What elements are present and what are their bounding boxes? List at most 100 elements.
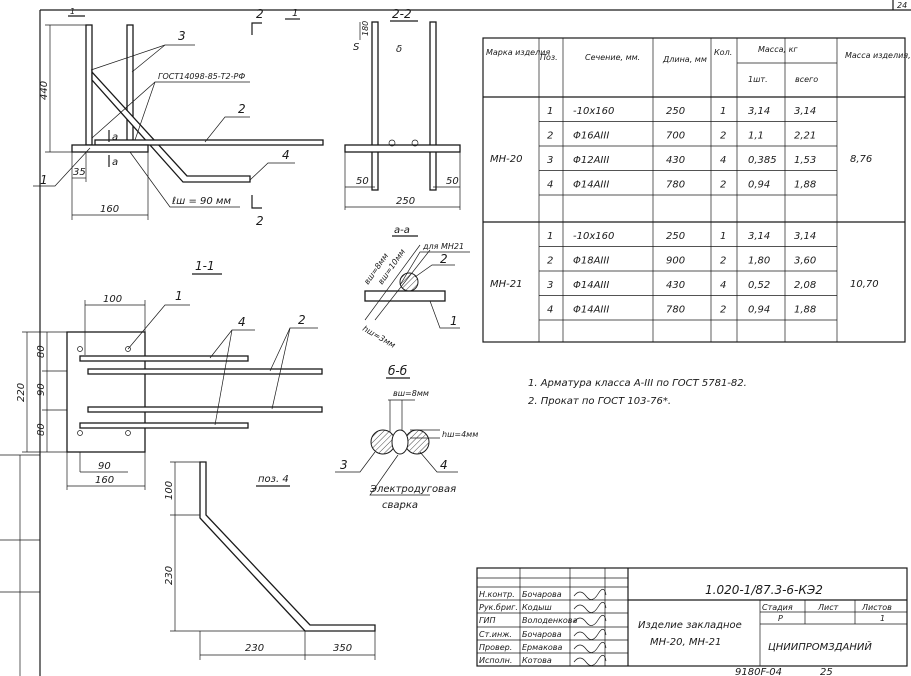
cell-pos: 3 <box>547 280 553 291</box>
pos4-dim-230-h: 230 <box>245 643 264 654</box>
cell-pos: 4 <box>547 180 553 191</box>
sheet-label: Лист <box>817 603 839 612</box>
stage-value: Р <box>778 614 783 623</box>
label-pos1: 1 <box>40 173 48 187</box>
signature-role: Рук.бриг. <box>479 603 518 612</box>
cut-a-top: а <box>112 132 118 143</box>
cell-pos: 2 <box>547 131 553 142</box>
dim-total: 250 <box>396 196 415 207</box>
cell-section: Φ12АIII <box>573 155 609 166</box>
signature-role: ГИП <box>479 616 495 625</box>
elevation-view: 440 160 35 1 3 ГОСТ14098-85-Т2-РФ 2 4 ℓш… <box>33 7 324 228</box>
header-length: Длина, мм <box>662 55 707 64</box>
weld-w-bb: вш=8мм <box>393 389 429 398</box>
pos4-detail-view: поз. 4 100 230 230 350 <box>164 461 376 660</box>
section-1-1-pos4: 4 <box>238 315 246 329</box>
dim-80-bottom: 80 <box>36 423 47 436</box>
header-qty: Кол. <box>714 48 732 57</box>
cell-mass-total: 1,88 <box>794 180 816 191</box>
cell-qty: 1 <box>720 106 726 117</box>
weld-type-2: сварка <box>382 500 418 511</box>
section-b-b-pos4: 4 <box>440 458 448 472</box>
cell-mass-total: 3,14 <box>794 231 816 242</box>
signature-name: Бочарова <box>522 590 562 599</box>
cell-pos: 3 <box>547 155 553 166</box>
cell-mass-one: 3,14 <box>748 231 770 242</box>
item-name-1: Изделие закладное <box>638 620 742 631</box>
cell-qty: 4 <box>720 155 726 166</box>
dim-right: 50 <box>446 176 459 187</box>
cell-length: 900 <box>666 256 685 267</box>
title-block: 1.020-1/87.3-6-КЭ2 Изделие закладное МН-… <box>476 567 908 667</box>
cell-mass-one: 3,14 <box>748 106 770 117</box>
cell-mass-one: 0,385 <box>748 155 777 166</box>
table-border <box>482 37 906 343</box>
cell-mass-one: 0,94 <box>748 180 770 191</box>
weld-h: hш=3мм <box>361 324 397 350</box>
cell-section: Φ14АIII <box>573 280 609 291</box>
cell-mass-one: 1,1 <box>748 131 764 142</box>
cell-qty: 2 <box>720 305 726 316</box>
cell-qty: 2 <box>720 180 726 191</box>
cell-pos: 2 <box>547 256 553 267</box>
header-mark: Марка изделия <box>486 48 550 57</box>
sheets-label: Листов <box>861 603 892 612</box>
cell-mass-one: 0,52 <box>748 280 770 291</box>
cell-pos: 1 <box>547 106 553 117</box>
section-mark-2-bottom: 2 <box>256 214 264 228</box>
header-item-mass: Масса изделия, кг <box>845 51 911 60</box>
stage-label: Стадия <box>762 603 793 612</box>
group-mark: МН-21 <box>490 279 522 290</box>
cell-qty: 1 <box>720 231 726 242</box>
pos4-dim-100: 100 <box>164 481 175 500</box>
dim-100: 100 <box>103 294 122 305</box>
dim-90: 90 <box>36 383 47 396</box>
bottom-number: 25 <box>820 667 833 676</box>
section-b-b-title: б-б <box>388 364 408 378</box>
dim-80-top: 80 <box>36 345 47 358</box>
signature-mark <box>573 614 607 626</box>
signature-name: Котова <box>522 656 552 665</box>
cell-mass-one: 1,80 <box>748 256 770 267</box>
pos4-dim-230-v: 230 <box>164 566 175 585</box>
signature-name: Кодыш <box>522 603 552 612</box>
dim-left: 50 <box>356 176 369 187</box>
label-delta: δ <box>396 44 402 55</box>
cell-qty: 4 <box>720 280 726 291</box>
for-mn21: для МН21 <box>422 242 464 251</box>
signature-role: Н.контр. <box>479 590 515 599</box>
cell-pos: 1 <box>547 231 553 242</box>
dim-height: 440 <box>39 81 50 100</box>
cell-section: Φ14АIII <box>573 305 609 316</box>
cell-mass-total: 3,60 <box>794 256 816 267</box>
cell-mass-total: 2,08 <box>794 280 816 291</box>
group-item-mass: 10,70 <box>850 279 879 290</box>
cell-length: 430 <box>666 155 685 166</box>
section-a-a-view: а-а вш=8мм вш=10мм для МН21 2 1 hш=3мм <box>361 225 470 350</box>
weld-h-bb: hш=4мм <box>442 430 478 439</box>
notes: 1. Арматура класса А-III по ГОСТ 5781-82… <box>528 378 747 407</box>
section-b-b-pos3: 3 <box>340 458 348 472</box>
cell-mass-one: 0,94 <box>748 305 770 316</box>
header-section: Сечение, мм. <box>585 53 640 62</box>
cell-length: 250 <box>666 231 685 242</box>
signature-mark <box>573 601 607 613</box>
cell-mass-total: 1,88 <box>794 305 816 316</box>
header-mass: Масса, кг <box>758 45 798 54</box>
gost-label: ГОСТ14098-85-Т2-РФ <box>158 72 245 81</box>
cell-length: 250 <box>666 106 685 117</box>
signature-role: Провер. <box>479 643 512 652</box>
cell-length: 780 <box>666 305 685 316</box>
organization: ЦНИИПРОМЗДАНИЙ <box>768 640 872 653</box>
cut-a-bottom: а <box>112 157 118 168</box>
section-mark-1: 1 <box>292 8 298 19</box>
section-1-1-pos1: 1 <box>175 289 183 303</box>
cell-length: 780 <box>666 180 685 191</box>
section-2-2-view: 2-2 180 S δ 50 50 250 <box>344 7 461 210</box>
label-s: S <box>353 42 360 53</box>
signature-mark <box>573 628 607 640</box>
cell-qty: 2 <box>720 131 726 142</box>
sheets-value: 1 <box>880 614 885 623</box>
